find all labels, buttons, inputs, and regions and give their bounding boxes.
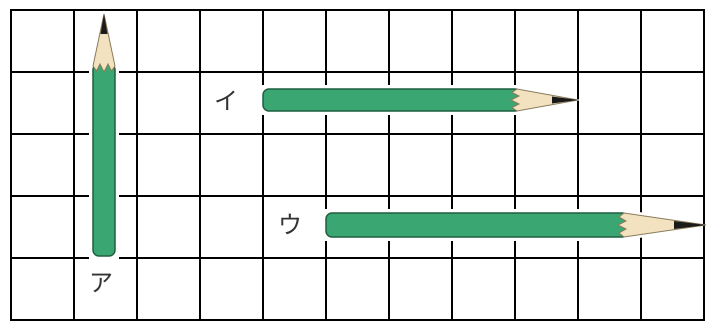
- pencil-body: [93, 64, 115, 256]
- pencil-u: [322, 209, 708, 241]
- pencil-body: [326, 213, 628, 237]
- pencil-a-label: ア: [89, 269, 113, 297]
- pencil-i-label: イ: [214, 87, 238, 115]
- pencil-i: [259, 85, 581, 115]
- pencil-u-label: ウ: [278, 211, 302, 239]
- pencil-body: [263, 89, 521, 111]
- pencil-a: [89, 10, 119, 262]
